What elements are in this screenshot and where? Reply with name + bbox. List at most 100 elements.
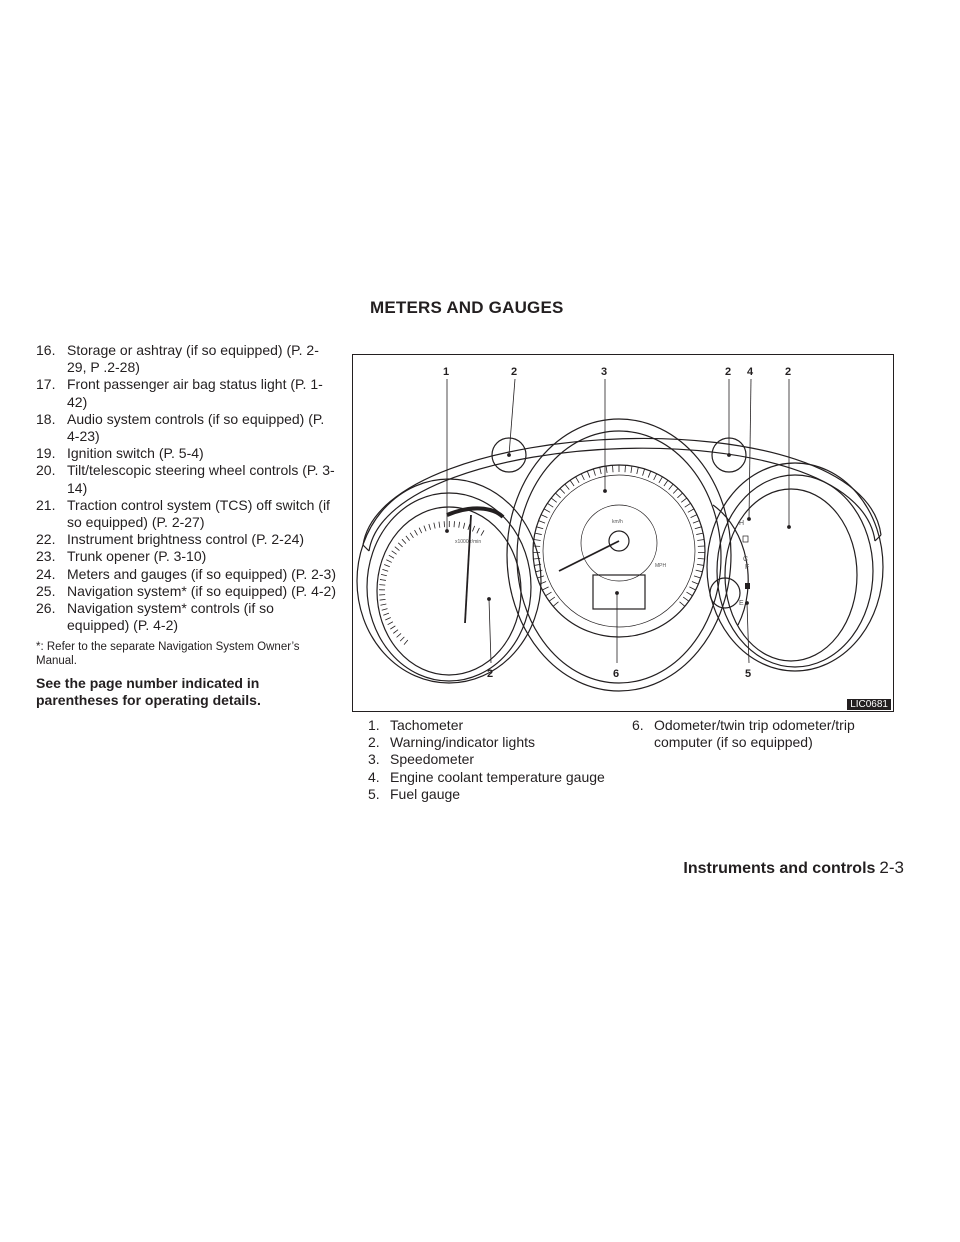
tick-mark — [472, 525, 476, 532]
tick-mark — [550, 497, 557, 503]
tick-mark — [691, 581, 699, 585]
callout-2b: 2 — [725, 366, 731, 378]
temp-cold-label: C — [743, 556, 748, 563]
tick-mark — [388, 554, 395, 559]
tick-mark — [542, 586, 549, 591]
coolant-temp-icon — [742, 535, 749, 543]
cluster-hood-outline — [362, 437, 882, 546]
tick-mark — [433, 522, 436, 529]
speedometer-needle — [558, 540, 620, 572]
tick-mark — [401, 538, 407, 544]
tick-mark — [547, 502, 554, 508]
tick-mark — [534, 563, 542, 566]
list-item: 24.Meters and gauges (if so equipped) (P… — [36, 565, 337, 582]
page-number: 2-3 — [879, 858, 904, 877]
operating-note: See the page number indicated in parenth… — [36, 675, 261, 709]
tick-mark — [696, 532, 704, 535]
tick-mark — [403, 639, 409, 645]
tick-mark — [642, 468, 646, 476]
tick-mark — [414, 529, 418, 536]
list-item: 21.Traction control system (TCS) off swi… — [36, 496, 330, 531]
instrument-cluster-figure: x1000 r/min km/h MPH H C F E 1 2 3 2 4 2… — [352, 354, 894, 712]
tick-mark — [677, 492, 683, 499]
tick-mark — [423, 525, 427, 532]
tick-mark — [684, 502, 691, 508]
list-item: 26.Navigation system* controls (if so eq… — [36, 600, 274, 634]
tick-mark — [409, 532, 414, 539]
tick-mark — [693, 575, 701, 579]
tick-mark — [668, 483, 674, 490]
fuel-empty-label: E — [739, 600, 744, 607]
tick-mark — [537, 575, 545, 579]
tachometer-dial — [376, 506, 522, 676]
tick-mark — [540, 514, 548, 518]
tick-mark — [438, 521, 441, 528]
tick-mark — [379, 598, 386, 601]
tick-mark — [383, 612, 390, 616]
figure-legend-left: 1.Tachometer 2.Warning/indicator lights … — [368, 717, 605, 803]
tick-mark — [380, 573, 387, 577]
tick-mark — [653, 473, 658, 481]
tick-mark — [463, 522, 466, 529]
tick-mark — [535, 569, 543, 573]
tick-mark — [405, 535, 410, 541]
tick-mark — [605, 465, 608, 473]
temp-hot-label: H — [739, 520, 744, 527]
figure-code: LIC0681 — [847, 699, 891, 710]
list-item: 17.Front passenger air bag status light … — [36, 376, 323, 410]
right-gauge-dial — [724, 488, 858, 662]
tick-mark — [467, 524, 471, 530]
list-item: 25.Navigation system* (if so equipped) (… — [36, 582, 336, 599]
callout-3: 3 — [601, 366, 607, 378]
temp-fuel-hub — [709, 577, 741, 609]
tick-mark — [399, 636, 405, 642]
tick-mark — [569, 480, 575, 487]
speedometer-hub — [608, 530, 630, 552]
tick-mark — [379, 579, 386, 581]
chapter-label: Instruments and controls — [683, 860, 876, 877]
legend-item: 4.Engine coolant temperature gauge — [368, 768, 605, 785]
callout-2a: 2 — [511, 366, 517, 378]
tick-mark — [543, 508, 551, 513]
tick-mark — [559, 488, 566, 494]
fuel-full-label: F — [745, 564, 749, 571]
tick-mark — [658, 476, 663, 484]
list-item: 16.Storage or ashtray (if so equipped) (… — [36, 342, 319, 376]
legend-item: 3.Speedometer — [368, 751, 475, 768]
list-item: 19.Ignition switch (P. 5-4) — [36, 445, 204, 462]
callout-1: 1 — [443, 366, 449, 378]
tick-mark — [534, 532, 542, 535]
cluster-hood-inner — [368, 447, 876, 552]
tick-mark — [689, 586, 696, 591]
indicator-pod-left — [491, 437, 527, 473]
legend-item: 2.Warning/indicator lights — [368, 734, 535, 751]
tick-mark — [612, 465, 614, 473]
tick-mark — [592, 468, 596, 476]
tick-mark — [379, 584, 386, 586]
tick-mark — [564, 483, 570, 490]
tick-mark — [697, 539, 705, 541]
tick-mark — [586, 470, 591, 478]
tick-mark — [599, 467, 602, 475]
speedometer-housing — [506, 418, 732, 692]
tachometer-unit-label: x1000 r/min — [455, 539, 481, 545]
callout-2c: 2 — [785, 366, 791, 378]
tick-mark — [539, 581, 547, 585]
odometer-display — [592, 574, 646, 610]
tachometer-needle — [464, 514, 472, 624]
tick-mark — [385, 617, 391, 621]
tick-mark — [681, 497, 688, 503]
tick-mark — [536, 526, 544, 530]
tick-mark — [548, 596, 556, 602]
legend-item: 1.Tachometer — [368, 717, 464, 733]
tick-mark — [458, 521, 461, 528]
tick-mark — [387, 621, 394, 626]
tick-mark — [575, 476, 580, 484]
tick-mark — [533, 539, 541, 541]
dial-tick-marks — [379, 465, 705, 645]
tick-mark — [390, 625, 396, 630]
tick-mark — [630, 465, 633, 473]
tick-mark — [393, 629, 399, 634]
tick-mark — [690, 514, 698, 518]
tick-mark — [636, 467, 639, 475]
